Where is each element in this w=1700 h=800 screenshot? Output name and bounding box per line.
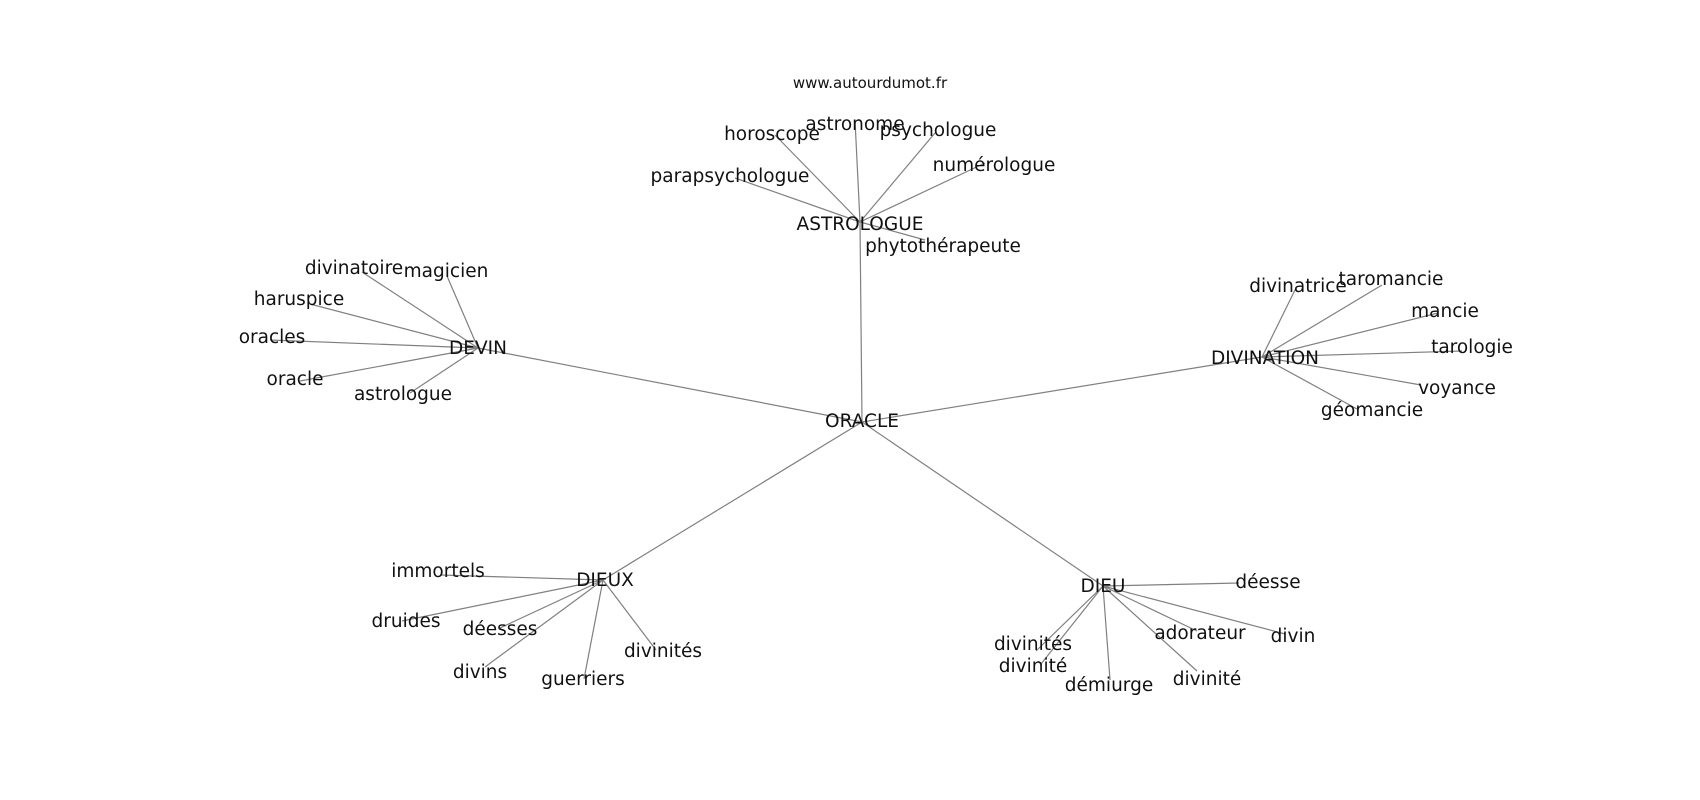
edge-hub-to-word (774, 134, 861, 223)
word-node-label[interactable]: géomancie (1321, 400, 1423, 421)
word-node-label[interactable]: adorateur (1154, 623, 1246, 644)
edge-hub-to-word (401, 579, 604, 622)
edge-hub-to-word (1261, 350, 1463, 358)
hub-node-label[interactable]: ASTROLOGUE (797, 214, 924, 235)
word-node-label[interactable]: mancie (1411, 301, 1479, 322)
word-node-label[interactable]: astronome (805, 114, 904, 135)
edge-center-to-hub (477, 347, 863, 423)
edge-center-to-hub (861, 421, 1104, 587)
edge-hub-to-word (1102, 585, 1286, 635)
word-node-label[interactable]: divinité (1173, 669, 1241, 690)
word-node-label[interactable]: oracles (239, 327, 306, 348)
word-node-label[interactable]: numérologue (933, 155, 1056, 176)
edge-hub-to-word (859, 221, 926, 241)
edge-hub-to-word (1261, 287, 1297, 358)
edge-hub-to-word (1261, 312, 1439, 358)
word-node-label[interactable]: divinité (999, 656, 1067, 677)
graph-labels: www.autourdumot.fr ORACLE ASTROLOGUE astro… (239, 74, 1513, 696)
word-node-label[interactable]: phytothérapeute (865, 236, 1021, 257)
edge-hub-to-word (1261, 356, 1422, 386)
hub-node-label[interactable]: DIEUX (576, 570, 634, 591)
word-node-label[interactable]: parapsychologue (651, 166, 810, 187)
edge-hub-to-word (499, 579, 604, 629)
word-node-label[interactable]: magicien (404, 261, 489, 282)
edge-center-to-hub (859, 221, 863, 423)
word-node-label[interactable]: tarologie (1431, 337, 1513, 358)
word-node-label[interactable]: horoscope (724, 124, 820, 145)
edge-hub-to-word (1035, 585, 1104, 652)
edge-hub-to-word (1040, 585, 1104, 665)
word-node-label[interactable]: guerriers (541, 669, 625, 690)
word-node-label[interactable]: druides (372, 611, 441, 632)
graph-edges (269, 119, 1463, 681)
word-node-label[interactable]: divinités (994, 634, 1072, 655)
edge-hub-to-word (446, 275, 479, 349)
edge-hub-to-word (1102, 585, 1111, 681)
word-node-label[interactable]: psychologue (880, 120, 997, 141)
edge-hub-to-word (583, 579, 604, 680)
word-node-label[interactable]: divinatoire (305, 258, 403, 279)
edge-hub-to-word (309, 303, 479, 349)
hub-node-label[interactable]: DIVINATION (1211, 348, 1319, 369)
edge-hub-to-word (1102, 585, 1198, 672)
edge-hub-to-word (484, 579, 604, 668)
edge-hub-to-word (1102, 582, 1240, 587)
word-node-label[interactable]: démiurge (1065, 675, 1153, 696)
center-node-label[interactable]: ORACLE (825, 411, 899, 432)
edge-hub-to-word (1102, 585, 1198, 632)
edge-hub-to-word (734, 177, 861, 223)
edge-hub-to-word (859, 162, 986, 223)
edge-hub-to-word (440, 574, 604, 581)
edge-hub-to-word (859, 132, 936, 223)
hub-node-label[interactable]: DEVIN (449, 338, 507, 359)
word-node-label[interactable]: taromancie (1339, 269, 1444, 290)
edge-hub-to-word (1261, 356, 1358, 410)
word-node-label[interactable]: immortels (391, 561, 485, 582)
edge-hub-to-word (269, 339, 479, 349)
word-node-label[interactable]: divins (453, 662, 507, 683)
word-node-label[interactable]: déesse (1235, 572, 1300, 593)
edge-hub-to-word (299, 347, 479, 382)
website-label[interactable]: www.autourdumot.fr (793, 74, 948, 92)
word-node-label[interactable]: oracle (267, 369, 324, 390)
word-node-label[interactable]: haruspice (254, 289, 344, 310)
word-node-label[interactable]: astrologue (354, 384, 452, 405)
edge-hub-to-word (854, 119, 861, 223)
word-node-label[interactable]: divinatrice (1249, 276, 1347, 297)
edge-hub-to-word (1261, 284, 1383, 358)
hub-node-label[interactable]: DIEU (1081, 576, 1126, 597)
edge-hub-to-word (602, 579, 657, 651)
word-node-label[interactable]: déesses (463, 619, 538, 640)
edge-hub-to-word (361, 271, 479, 349)
word-node-label[interactable]: divinités (624, 641, 702, 662)
edge-center-to-hub (861, 356, 1263, 423)
edge-center-to-hub (602, 421, 863, 581)
word-node-label[interactable]: voyance (1418, 378, 1496, 399)
word-node-label[interactable]: divin (1271, 626, 1316, 647)
edge-hub-to-word (409, 347, 479, 394)
